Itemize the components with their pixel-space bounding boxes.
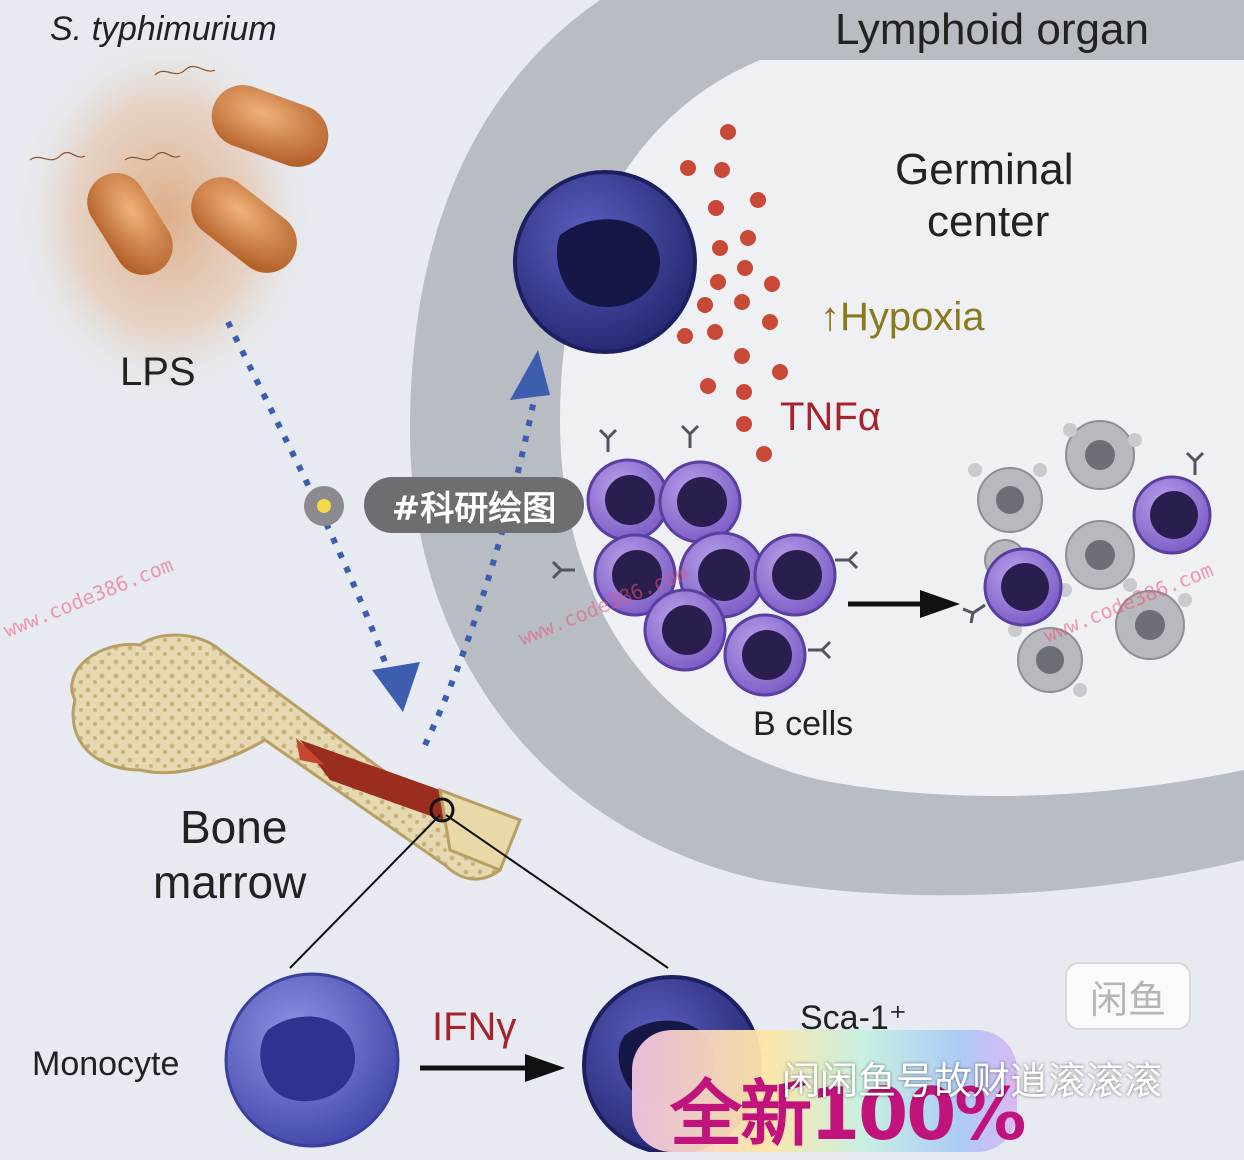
tag-dot-icon[interactable] <box>304 486 344 526</box>
lps-arrowhead <box>372 662 420 712</box>
apoptosis-arrowhead <box>920 590 960 618</box>
bacteria-label: S. typhimurium <box>50 10 277 48</box>
zoom-line-right <box>445 814 669 969</box>
b-cell-cluster <box>551 424 859 697</box>
bacteria-cluster <box>10 25 329 405</box>
germinal-center-label-1: Germinal <box>895 145 1074 194</box>
zoom-line-left <box>289 814 441 969</box>
promo-text: 全新100% <box>670 1072 1026 1156</box>
bone-marrow-bone <box>70 633 522 881</box>
tnf-label: TNFα <box>780 395 881 439</box>
lps-label: LPS <box>120 350 196 394</box>
promo-banner <box>632 1030 1017 1152</box>
ifn-label: IFNγ <box>432 1005 517 1049</box>
bone-marrow-label-2: marrow <box>153 856 307 908</box>
platform-logo: 闲鱼 <box>1065 962 1191 1030</box>
platform-logo-glyph: 闲鱼 <box>1089 977 1166 1022</box>
top-dark-cell <box>513 170 697 354</box>
apoptotic-cells <box>962 420 1212 697</box>
hypoxia-label: ↑Hypoxia <box>820 295 985 339</box>
b-cells-label: B cells <box>753 705 854 743</box>
tnf-particles <box>677 124 788 462</box>
ifn-arrowhead <box>525 1054 565 1082</box>
migration-arrowhead <box>510 350 550 400</box>
germinal-center-label-2: center <box>927 197 1050 246</box>
monocyte-cell <box>224 972 400 1148</box>
monocyte-label: Monocyte <box>32 1045 180 1083</box>
bone-marrow-label-1: Bone <box>180 801 288 853</box>
lymphoid-organ-label: Lymphoid organ <box>835 5 1149 54</box>
topic-tag[interactable]: #科研绘图 <box>364 477 584 533</box>
shop-name: 闲闲鱼号故财逍滚滚滚 <box>782 1059 1163 1103</box>
